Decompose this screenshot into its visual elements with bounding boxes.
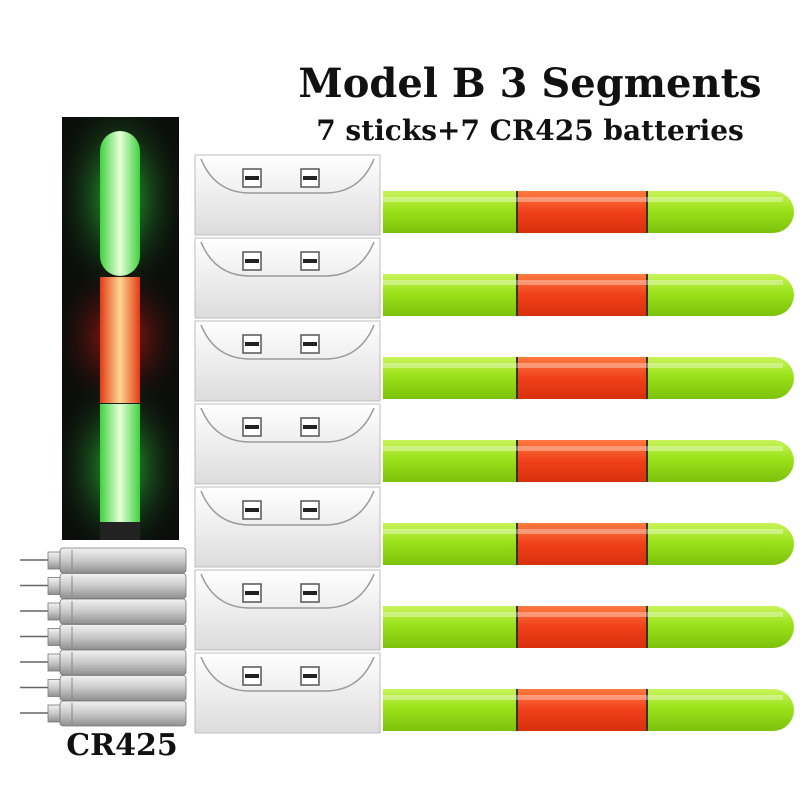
battery-body	[59, 649, 187, 676]
stick-segment-green-tip	[647, 440, 794, 482]
cr425-battery	[20, 624, 187, 650]
stick-segment-green	[383, 689, 517, 731]
stick-set	[194, 403, 794, 485]
stick-set	[194, 569, 794, 651]
cr425-battery	[20, 675, 187, 701]
stick-holder	[194, 154, 381, 236]
battery-label: CR425	[66, 728, 178, 763]
product-title: Model B 3 Segments	[298, 60, 762, 107]
stick-segment-green	[383, 523, 517, 565]
stick-segment-green-tip	[647, 523, 794, 565]
stick-segment-red	[517, 440, 647, 482]
stick-segment-red	[517, 191, 647, 233]
stick-holder	[194, 486, 381, 568]
stick-segment-green-tip	[647, 357, 794, 399]
battery-body	[59, 547, 187, 574]
stick-segment-red	[517, 274, 647, 316]
battery-body	[59, 573, 187, 599]
stick-segment-green	[383, 440, 517, 482]
stick-holder	[194, 652, 381, 734]
stick-segment-red	[517, 689, 647, 731]
stick-segment-green	[383, 274, 517, 316]
cr425-battery	[20, 598, 187, 625]
battery-body	[59, 624, 187, 650]
stick-segment-red	[517, 357, 647, 399]
battery-body	[59, 675, 187, 701]
stick-set	[194, 320, 794, 402]
cr425-battery	[20, 649, 187, 676]
battery-body	[59, 598, 187, 625]
stick-segment-green	[383, 606, 517, 648]
stick-set	[194, 486, 794, 568]
stick-segment-green	[383, 191, 517, 233]
cr425-battery	[20, 573, 187, 599]
cr425-battery	[20, 700, 187, 727]
battery-body	[59, 700, 187, 727]
stick-set	[194, 154, 794, 236]
cr425-battery	[20, 547, 187, 574]
lit-stick-photo	[62, 117, 179, 540]
stick-segment-green-tip	[647, 191, 794, 233]
product-subtitle: 7 sticks+7 CR425 batteries	[316, 114, 744, 147]
lit-stick-illustration	[62, 117, 179, 540]
stick-segment-green-tip	[647, 606, 794, 648]
stick-segment-red	[517, 606, 647, 648]
stick-segment-green	[383, 357, 517, 399]
stick-holder	[194, 320, 381, 402]
stick-set	[194, 652, 794, 734]
stick-segment-green-tip	[647, 274, 794, 316]
stick-set	[194, 237, 794, 319]
stick-holder	[194, 237, 381, 319]
stick-holder	[194, 403, 381, 485]
stick-holder	[194, 569, 381, 651]
stick-segment-green-tip	[647, 689, 794, 731]
stick-segment-red	[517, 523, 647, 565]
